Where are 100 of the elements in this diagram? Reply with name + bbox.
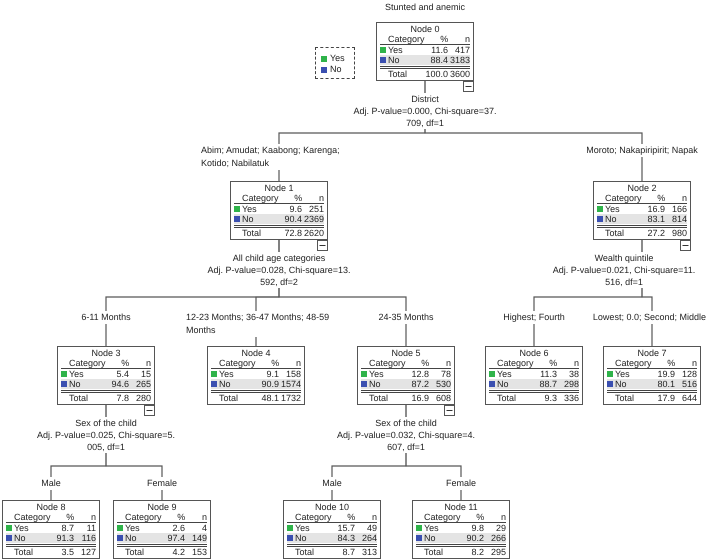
node-title: Node 7 [637, 348, 667, 358]
category-label: Yes [13, 523, 29, 533]
percentage-value: 88.4 [429, 55, 448, 65]
node-title: Node 8 [36, 502, 66, 512]
count-value: 266 [490, 533, 506, 543]
column-header: n [318, 193, 324, 203]
count-value: 251 [308, 204, 324, 214]
category-label: No [68, 379, 81, 389]
category-label: Yes [614, 369, 630, 379]
tree-node-box [207, 346, 305, 405]
column-header: n [144, 358, 151, 368]
column-header: Category [241, 193, 279, 203]
branch-label: Male [321, 477, 343, 490]
category-label: No [294, 533, 307, 543]
column-header: Category [13, 512, 51, 522]
count-value: 1574 [280, 379, 301, 389]
percentage-value: 94.6 [110, 379, 129, 389]
percentage-value: 83.1 [646, 214, 665, 224]
column-header: Category [68, 358, 106, 368]
total-label: Total [13, 547, 34, 557]
tree-node-box [376, 22, 474, 81]
chart-title: Stunted and anemic [384, 2, 466, 12]
count-value: 814 [670, 214, 687, 224]
percentage-value: 2.6 [171, 523, 185, 533]
count-value: 313 [360, 547, 377, 557]
branch-label: Female [146, 477, 178, 490]
column-header: Category [604, 193, 642, 203]
percentage-value: 15.7 [336, 523, 355, 533]
category-label: No [387, 55, 400, 65]
percentage-value: 4.2 [171, 547, 185, 557]
percentage-value: 9.8 [470, 523, 484, 533]
percentage-value: 90.2 [465, 533, 484, 543]
category-label: Yes [241, 204, 257, 214]
column-header: Category [368, 358, 406, 368]
count-value: 15 [140, 369, 151, 379]
count-value: 78 [440, 369, 451, 379]
branch-label: Lowest; 0.0; Second; Middle [592, 311, 707, 324]
column-header: n [90, 512, 96, 522]
column-header: Category [218, 358, 256, 368]
total-label: Total [294, 547, 314, 557]
count-value: 38 [568, 369, 579, 379]
tree-node-box [485, 346, 583, 405]
category-label: Yes [124, 523, 140, 533]
percentage-value: 16.9 [646, 204, 665, 214]
total-label: Total [68, 393, 88, 403]
count-value: 336 [562, 393, 579, 403]
column-header: Category [294, 512, 332, 522]
column-header: % [120, 358, 130, 368]
count-value: 4 [200, 523, 207, 533]
count-value: 116 [80, 533, 96, 543]
split-variable-label: All child age categories [230, 252, 328, 264]
total-label: Total [423, 547, 444, 557]
column-header: % [65, 512, 74, 522]
category-label: Yes [68, 369, 84, 379]
percentage-value: 100.0 [424, 69, 448, 79]
node-title: Node 4 [241, 348, 271, 358]
split-variable-label: Sex of the child [73, 417, 139, 429]
count-value: 3183 [448, 55, 470, 65]
column-header: % [439, 34, 448, 44]
percentage-value: 11.6 [430, 45, 448, 55]
tree-node-box [593, 181, 691, 240]
count-value: 11 [86, 523, 96, 533]
branch-label: Female [445, 477, 477, 490]
total-label: Total [241, 228, 262, 238]
total-label: Total [368, 393, 388, 403]
count-value: 128 [680, 369, 697, 379]
node-title: Node 0 [410, 24, 440, 34]
count-value: 3600 [448, 69, 470, 79]
column-header: % [293, 193, 302, 203]
percentage-value: 90.9 [260, 379, 279, 389]
percentage-value: 90.4 [283, 214, 302, 224]
category-label: Yes [368, 369, 384, 379]
total-label: Total [124, 547, 144, 557]
count-value: 49 [366, 523, 377, 533]
column-header: % [346, 512, 356, 522]
column-header: n [444, 358, 451, 368]
category-label: Yes [496, 369, 512, 379]
column-header: % [548, 358, 558, 368]
column-header: Category [614, 358, 652, 368]
percentage-value: 5.4 [115, 369, 129, 379]
percentage-value: 16.9 [410, 393, 429, 403]
column-header: Category [496, 358, 534, 368]
column-header: n [294, 358, 301, 368]
count-value: 295 [490, 547, 506, 557]
percentage-value: 8.7 [60, 523, 74, 533]
count-value: 980 [670, 228, 687, 238]
count-value: 264 [360, 533, 377, 543]
category-label: Yes [387, 45, 403, 55]
total-label: Total [387, 69, 408, 79]
percentage-value: 17.9 [656, 393, 675, 403]
percentage-value: 8.2 [470, 547, 484, 557]
category-label: Yes [218, 369, 234, 379]
count-value: 127 [80, 547, 96, 557]
node-title: Node 11 [444, 502, 478, 512]
count-value: 166 [670, 204, 687, 214]
split-variable-label: Sex of the child [373, 417, 439, 429]
column-header: n [200, 512, 207, 522]
split-variable-label: District [409, 93, 441, 105]
count-value: 265 [134, 379, 151, 389]
count-value: 608 [434, 393, 451, 403]
